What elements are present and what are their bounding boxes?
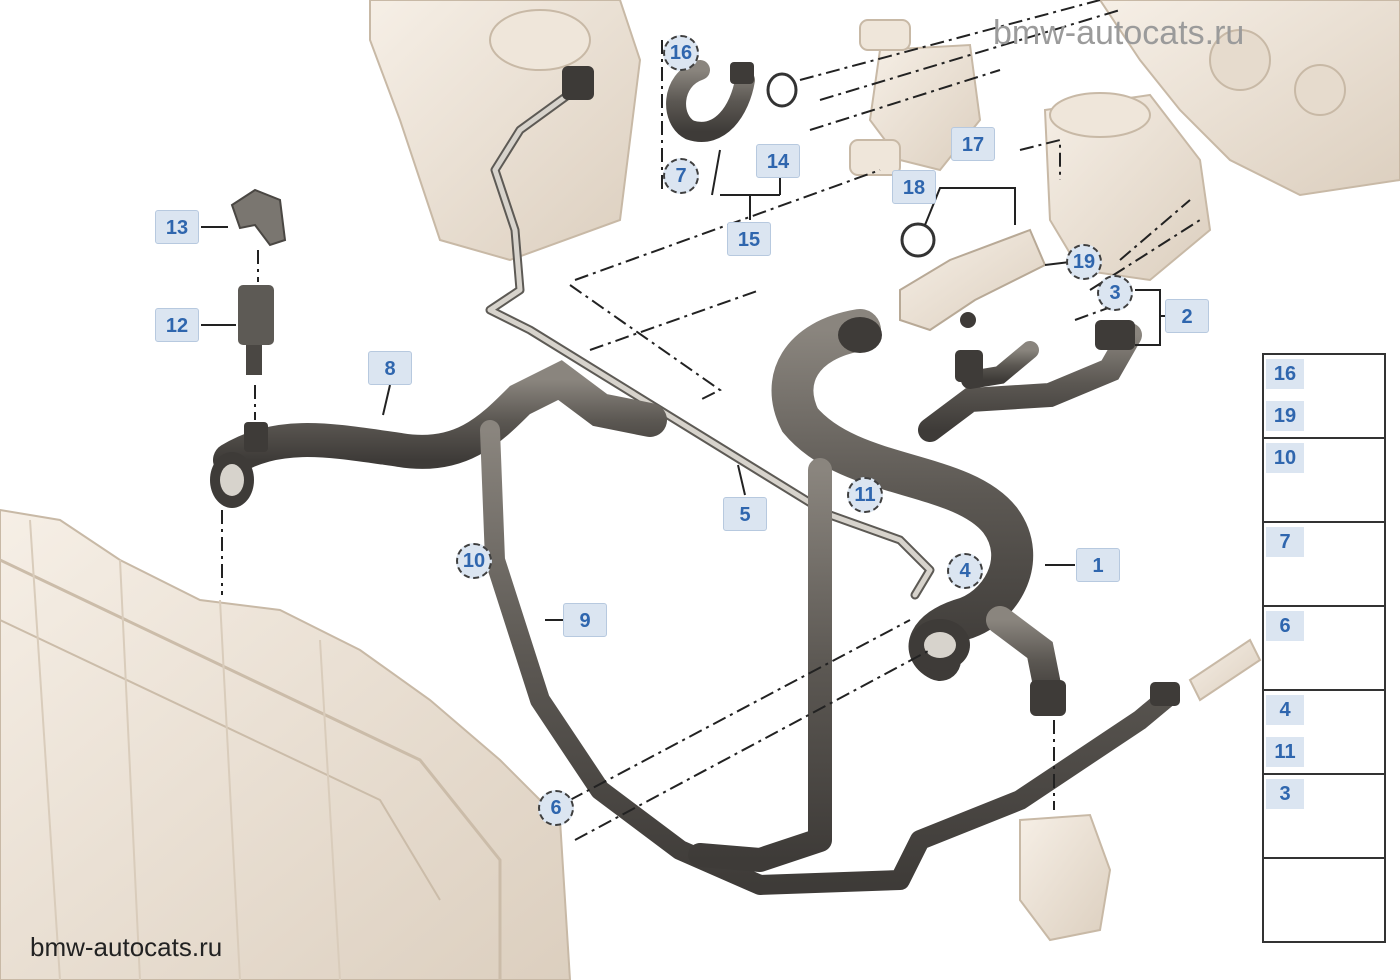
legend-label-11: 11 — [1266, 737, 1304, 767]
legend-row-hose-clamp: 6 — [1264, 607, 1384, 691]
callout-9: 9 — [563, 603, 607, 637]
valve-18 — [899, 222, 1047, 332]
callout-13: 13 — [155, 210, 199, 244]
callout-18: 18 — [892, 170, 936, 204]
hose-1 — [688, 309, 1066, 872]
parts-legend: 16 19 10 7 6 4 11 3 — [1262, 353, 1386, 943]
vent-line — [485, 66, 935, 600]
clip-13 — [230, 188, 287, 247]
leader-lines — [221, 0, 1201, 841]
callout-5: 5 — [723, 497, 767, 531]
sensor-12 — [238, 285, 274, 375]
callout-3: 3 — [1097, 275, 1133, 311]
callout-15: 15 — [727, 222, 771, 256]
legend-label-10: 10 — [1266, 443, 1304, 473]
callout-11: 11 — [847, 477, 883, 513]
auxiliary-pump — [1019, 813, 1112, 942]
legend-label-4: 4 — [1266, 695, 1304, 725]
callout-10: 10 — [456, 543, 492, 579]
connector-pipe — [1188, 638, 1262, 702]
legend-label-6: 6 — [1266, 611, 1304, 641]
thermostat-housing — [1043, 92, 1212, 282]
legend-label-19: 19 — [1266, 401, 1304, 431]
callout-6: 6 — [538, 790, 574, 826]
legend-row-clip: 10 — [1264, 439, 1384, 523]
callout-17: 17 — [951, 127, 995, 161]
legend-row-clamp: 7 — [1264, 523, 1384, 607]
legend-row-bleed-screw: 3 — [1264, 775, 1384, 859]
hose-2 — [918, 320, 1142, 442]
legend-label-7: 7 — [1266, 527, 1304, 557]
callout-7: 7 — [663, 158, 699, 194]
hose-14 — [666, 60, 798, 142]
callout-16: 16 — [663, 35, 699, 71]
callout-19: 19 — [1066, 244, 1102, 280]
hose-8 — [210, 360, 667, 508]
hose-9 — [480, 420, 1180, 895]
callout-1: 1 — [1076, 548, 1120, 582]
callout-2: 2 — [1165, 299, 1209, 333]
callout-4: 4 — [947, 553, 983, 589]
callout-leaders — [201, 149, 1165, 621]
radiator — [0, 508, 572, 980]
legend-row-vehicle — [1264, 859, 1384, 941]
engine-block — [1098, 0, 1400, 197]
callout-12: 12 — [155, 308, 199, 342]
legend-row-bolt: 16 19 — [1264, 355, 1384, 439]
legend-label-16: 16 — [1266, 359, 1304, 389]
watermark-bottom: bmw-autocats.ru — [30, 932, 223, 962]
legend-label-3: 3 — [1266, 779, 1304, 809]
watermark-top: bmw-autocats.ru — [993, 14, 1245, 52]
legend-row-spring-clip: 4 11 — [1264, 691, 1384, 775]
expansion-tank — [369, 0, 642, 262]
callout-14: 14 — [756, 144, 800, 178]
callout-8: 8 — [368, 351, 412, 385]
